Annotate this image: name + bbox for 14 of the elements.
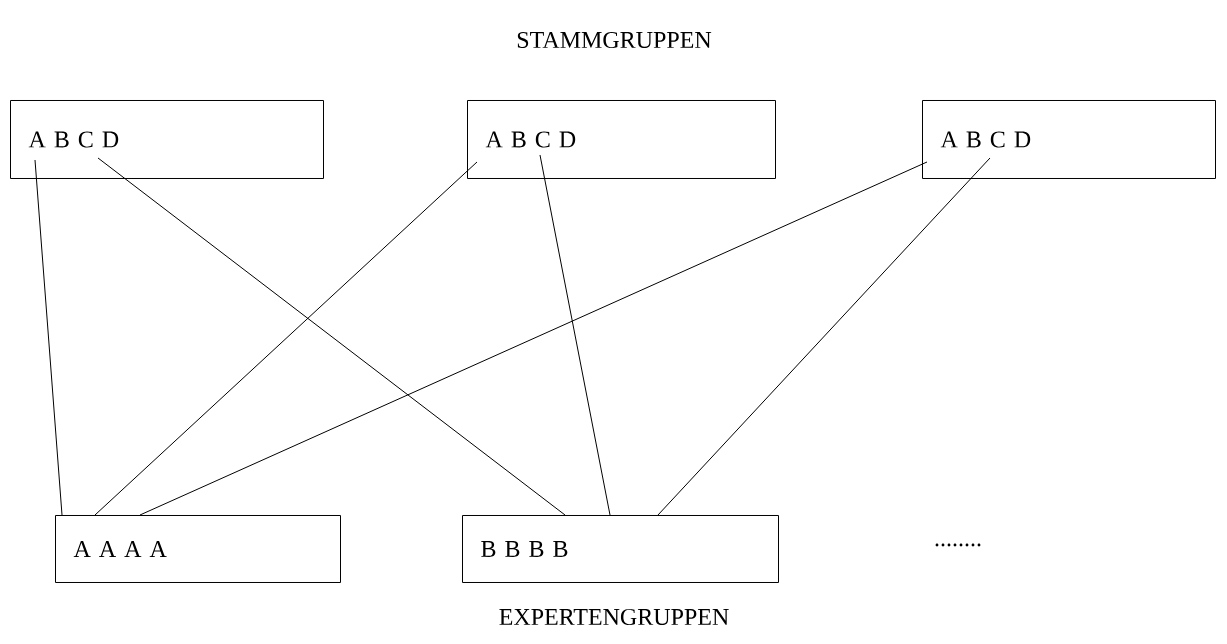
group-box: A A A A	[55, 515, 341, 583]
group-box: A B C D	[10, 100, 324, 179]
connector-line	[657, 157, 991, 516]
ellipsis: ........	[935, 543, 981, 547]
connector-line	[539, 154, 611, 516]
connector-line	[97, 157, 566, 516]
connector-line	[94, 161, 478, 516]
title: STAMMGRUPPEN	[517, 31, 712, 49]
connector-line	[139, 161, 928, 516]
connector-line	[34, 159, 63, 516]
group-box: B B B B	[462, 515, 779, 583]
group-box: A B C D	[467, 100, 776, 179]
group-box: A B C D	[922, 100, 1216, 179]
caption: EXPERTENGRUPPEN	[499, 608, 729, 626]
